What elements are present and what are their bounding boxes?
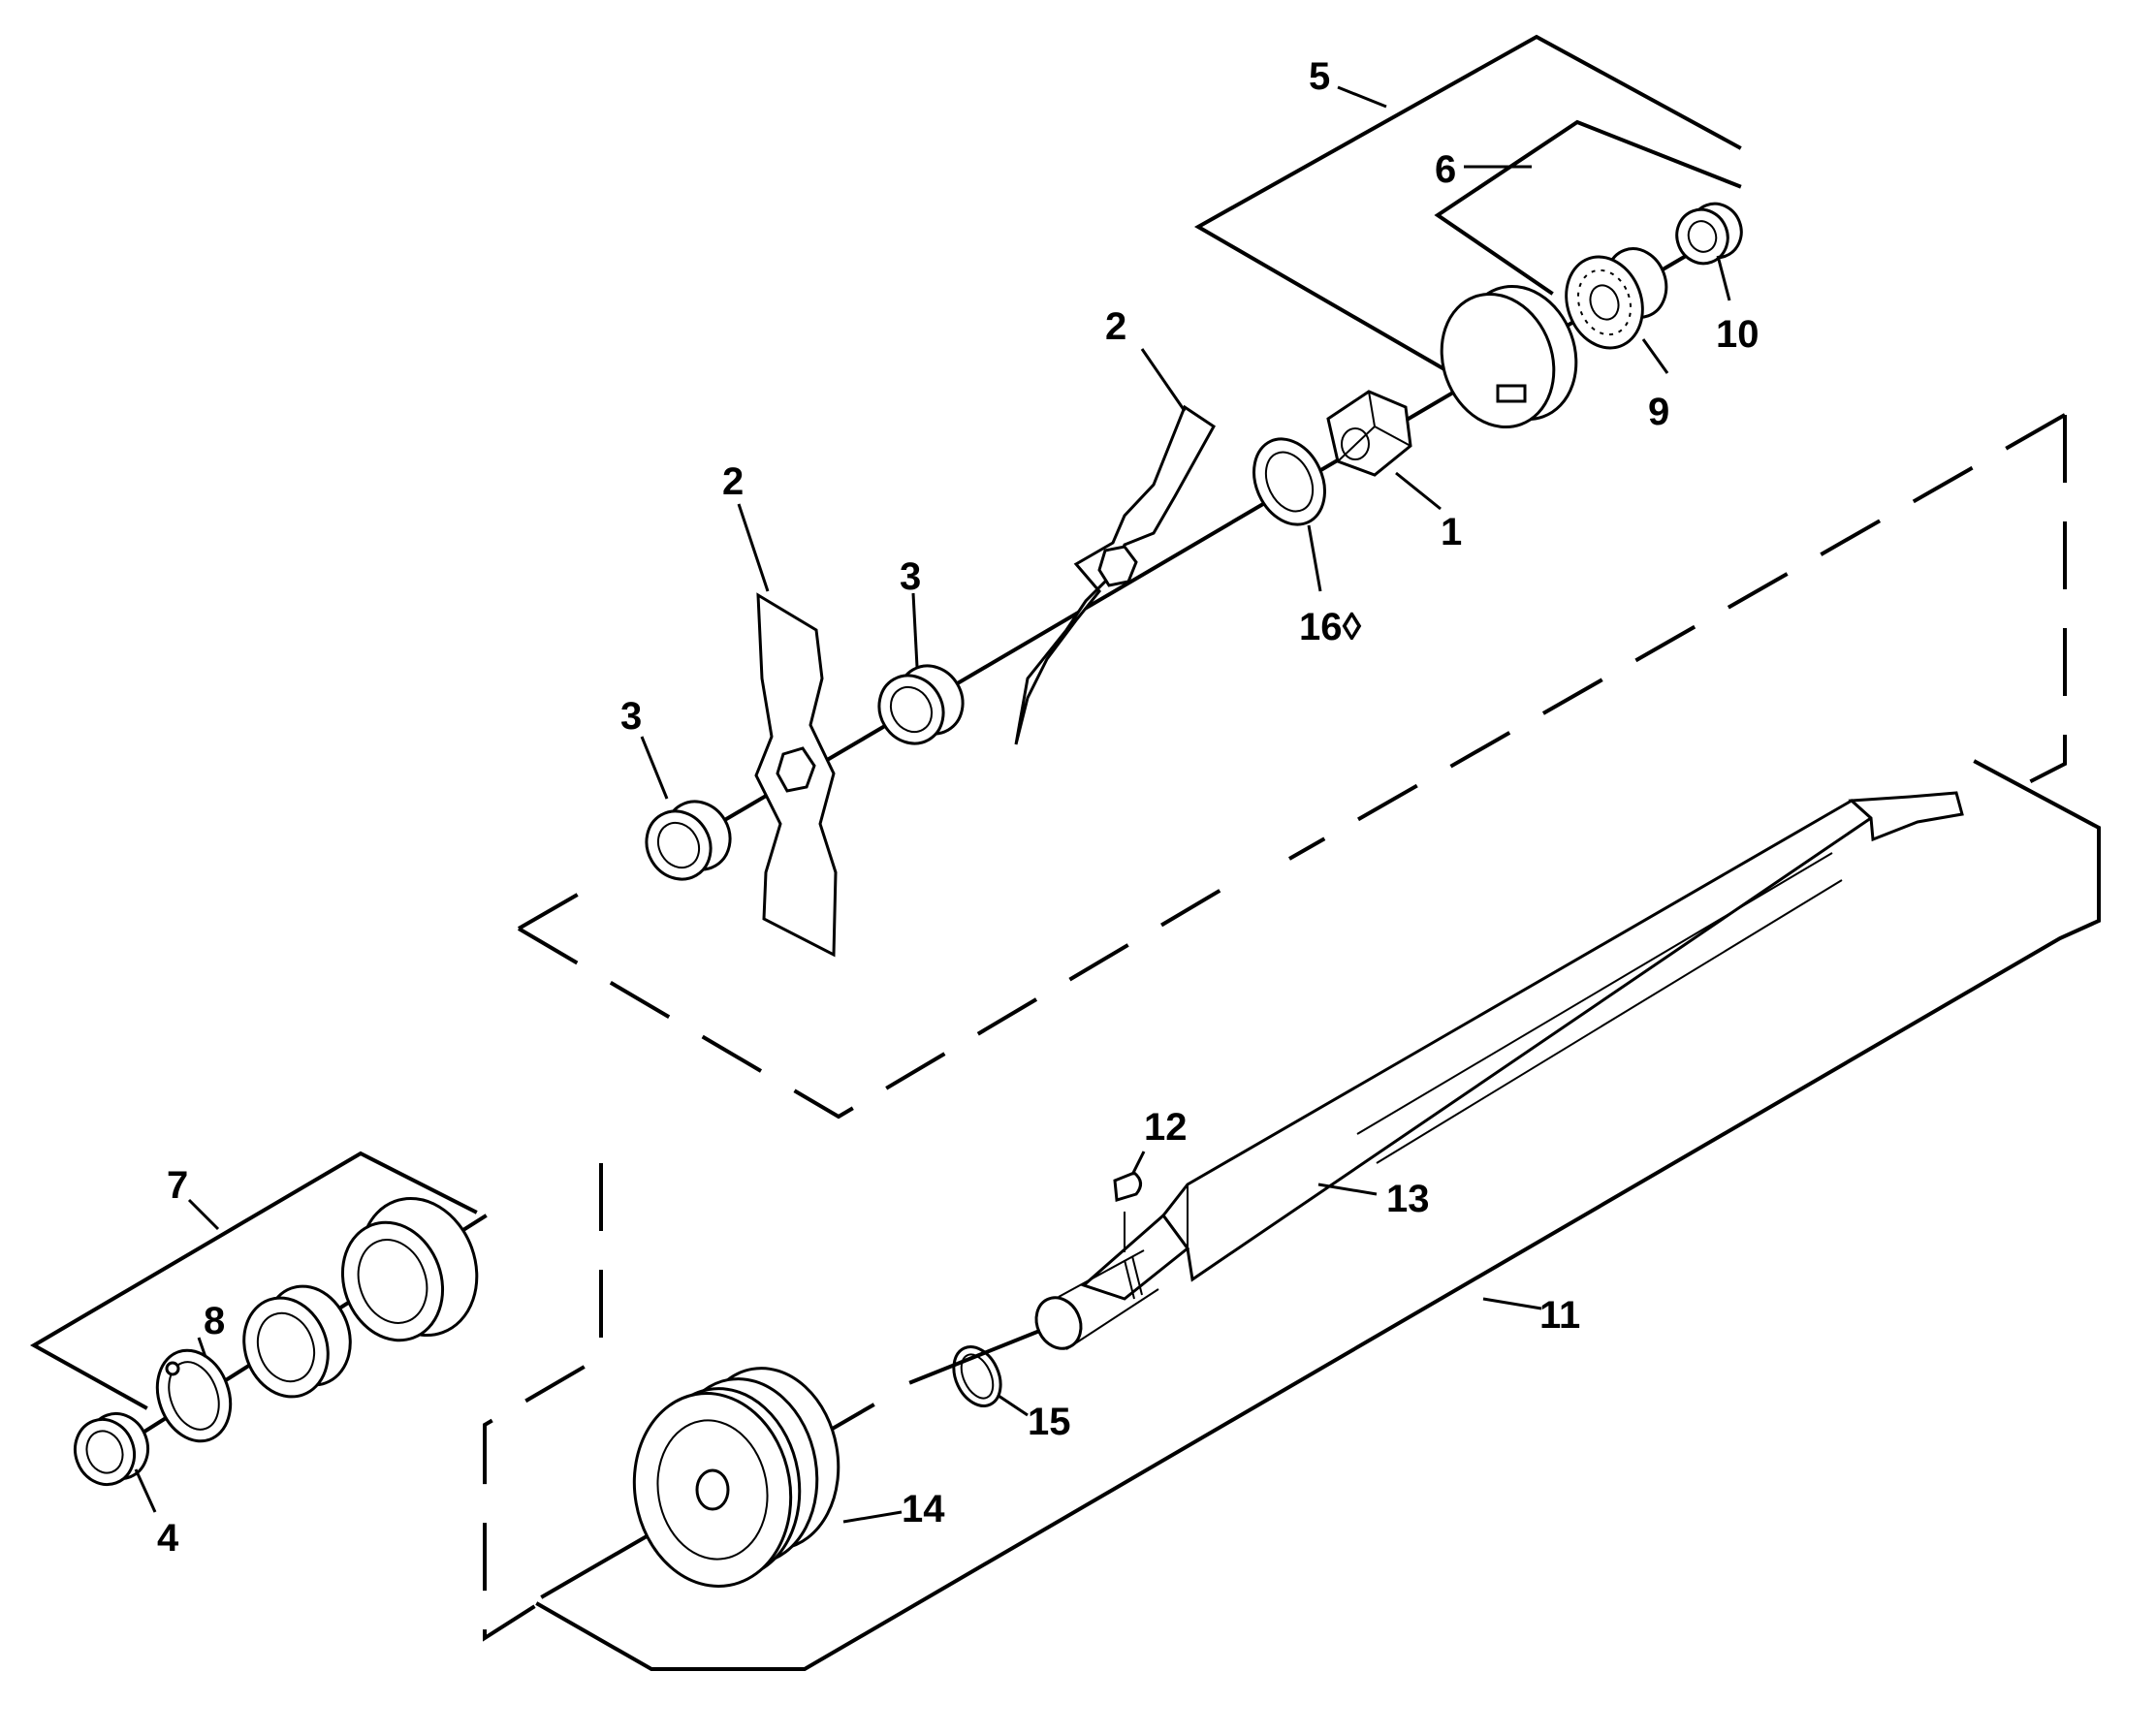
blade-2-upper xyxy=(1014,404,1216,745)
upper-assembly-envelope xyxy=(517,413,2067,1120)
washer-16 xyxy=(1252,437,1326,526)
blade-2-lower xyxy=(754,592,838,958)
key-12 xyxy=(1113,1171,1142,1252)
callout-11: 11 xyxy=(1539,1294,1580,1337)
bracket-11 xyxy=(535,759,2101,1671)
callout-7: 5 xyxy=(1309,55,1330,98)
callout-13: 13 xyxy=(1386,1178,1430,1220)
ring-15 xyxy=(952,1345,1002,1407)
leader-lines xyxy=(134,85,1731,1524)
callout-9: 9 xyxy=(1648,391,1669,433)
pulley-14 xyxy=(632,1367,840,1588)
snap-ring-6 xyxy=(155,1348,233,1443)
bracket-5 xyxy=(29,1151,478,1410)
callout-3-upper: 3 xyxy=(900,555,921,598)
bushing-housing xyxy=(340,1196,479,1342)
spacer-3-lower xyxy=(645,800,732,881)
bracket-8 xyxy=(1434,119,1742,296)
bearing-housing xyxy=(1440,284,1578,429)
bearing-9 xyxy=(1565,247,1668,350)
callout-2-upper: 2 xyxy=(1105,305,1126,348)
collar-10 xyxy=(1675,202,1743,266)
spacer-3-upper xyxy=(877,664,965,745)
callout-16: 16◊ xyxy=(1299,606,1361,648)
collar-4 xyxy=(74,1411,149,1487)
nut-1 xyxy=(1326,390,1412,477)
callout-6: 8 xyxy=(204,1300,225,1342)
callout-12: 12 xyxy=(1144,1106,1188,1149)
callout-4: 4 xyxy=(157,1517,179,1560)
callout-5: 7 xyxy=(167,1164,188,1207)
shaft-13 xyxy=(1034,791,1964,1350)
callout-2-lower: 2 xyxy=(722,460,744,503)
callout-10: 10 xyxy=(1716,313,1760,356)
bushing xyxy=(242,1284,352,1399)
upper-shaft-axis xyxy=(681,230,1728,847)
callout-14: 14 xyxy=(902,1488,945,1530)
bracket-7 xyxy=(1193,34,1742,372)
callout-3-lower: 3 xyxy=(620,695,642,738)
callout-15: 15 xyxy=(1028,1401,1071,1443)
lower-assembly-envelope xyxy=(483,1163,603,1642)
callout-8: 6 xyxy=(1435,148,1456,191)
callout-labels: 5 6 10 9 1 16◊ 2 2 3 3 12 13 11 15 14 7 … xyxy=(157,55,1760,1560)
callout-1: 1 xyxy=(1441,511,1462,553)
